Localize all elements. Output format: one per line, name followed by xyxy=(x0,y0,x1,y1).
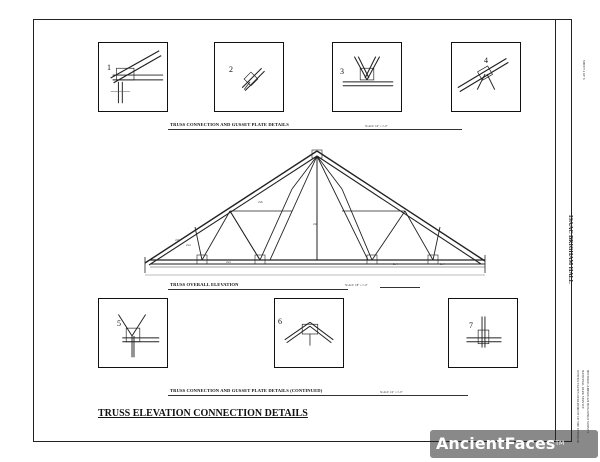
detail-4-drawing xyxy=(457,58,509,93)
detail-number-3: 3 xyxy=(340,67,344,76)
sheet-number: SHEET 4 OF 6 xyxy=(582,60,586,80)
detail-5-drawing xyxy=(118,314,160,358)
member-note-6: 2x4 xyxy=(393,262,398,266)
building-name: ISAAC BRIGHAM HALL xyxy=(567,215,573,284)
watermark-tm: TM xyxy=(555,440,565,447)
detail-box-6: 6 xyxy=(274,298,344,368)
detail-number-1: 1 xyxy=(107,63,111,72)
detail-6-drawing xyxy=(284,321,334,346)
detail-box-5: 5 xyxy=(98,298,168,368)
ancientfaces-watermark: AncientFacesTM xyxy=(430,430,598,458)
sheet-title: TRUSS ELEVATION CONNECTION DETAILS xyxy=(98,408,308,419)
elevation-caption-rule xyxy=(168,289,348,290)
title-block-line-1: HISTORIC AMERICAN BUILDINGS SURVEY xyxy=(586,370,590,434)
title-block-line-2: NATIONAL PARK SERVICE xyxy=(581,370,585,409)
sheet-border xyxy=(33,19,572,442)
member-note-1: 2x6 xyxy=(175,238,180,242)
detail-box-7: 7 xyxy=(448,298,518,368)
scale-bar xyxy=(380,287,420,288)
title-block xyxy=(555,19,572,442)
detail-number-5: 5 xyxy=(117,319,121,328)
elevation-caption: TRUSS OVERALL ELEVATION xyxy=(170,282,239,287)
detail-box-1: 1 xyxy=(98,42,168,112)
detail-number-7: 7 xyxy=(469,321,473,330)
detail-1-drawing xyxy=(110,50,164,104)
member-note-3: 2x6 xyxy=(258,200,263,204)
detail-number-6: 6 xyxy=(278,317,282,326)
detail-box-3: 3 xyxy=(332,42,402,112)
detail-box-2: 2 xyxy=(214,42,284,112)
member-note-5: 2x8 xyxy=(313,222,318,226)
member-note-4: 2x4 xyxy=(226,260,231,264)
bottom-details-scale: SCALE 1/4" = 1'-0" xyxy=(380,391,403,394)
detail-7-drawing xyxy=(466,316,502,348)
detail-number-2: 2 xyxy=(229,65,233,74)
truss-elevation-drawing xyxy=(144,149,486,276)
detail-box-4: 4 xyxy=(451,42,521,112)
member-note-7: 2x4 xyxy=(440,262,445,266)
member-note-2: 2x4 xyxy=(186,243,191,247)
watermark-text: AncientFaces xyxy=(436,434,556,453)
elevation-scale: SCALE 1/8" = 1'-0" xyxy=(345,284,368,287)
detail-3-drawing xyxy=(342,56,394,87)
detail-number-4: 4 xyxy=(484,56,488,65)
top-caption-rule xyxy=(168,129,462,130)
bottom-caption-rule xyxy=(168,395,468,396)
bottom-details-caption: TRUSS CONNECTION AND GUSSET PLATE DETAIL… xyxy=(170,388,323,393)
top-details-caption: TRUSS CONNECTION AND GUSSET PLATE DETAIL… xyxy=(170,122,289,127)
top-details-scale: SCALE 1/4" = 1'-0" xyxy=(365,125,388,128)
detail-2-drawing xyxy=(241,67,265,91)
